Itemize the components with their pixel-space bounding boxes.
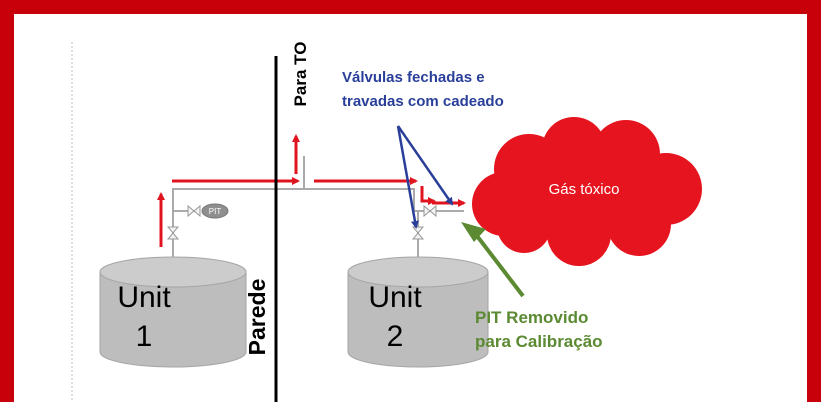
diagram-frame: PIT Parede Para TO Unit 1 Unit 2 Gás tóx [14, 14, 807, 402]
valve-icon [166, 226, 180, 240]
valve-icon [423, 204, 437, 218]
para-to-label: Para TO [291, 42, 310, 107]
pit-removed-arrowhead [461, 222, 486, 242]
pit-removed-line-1: PIT Removido [475, 308, 588, 327]
tank-unit-2: Unit 2 [347, 256, 489, 368]
wall-label: Parede [244, 279, 270, 356]
valve-icon [411, 226, 425, 240]
pit-removed-arrow [472, 230, 525, 298]
pit-removed-line-2: para Calibração [475, 332, 603, 351]
valves-callout-pointer [396, 125, 454, 229]
tank-unit-1: Unit 1 [99, 256, 247, 368]
valves-callout-line-2: travadas com cadeado [342, 93, 504, 110]
valve-icon [187, 204, 201, 218]
unit-1-number: 1 [136, 320, 153, 353]
pit-label: PIT [209, 207, 222, 216]
unit-2-name: Unit [368, 281, 422, 314]
pit-instrument [201, 203, 229, 219]
valves-callout-line-1: Válvulas fechadas e [342, 69, 485, 86]
unit-2-number: 2 [387, 320, 404, 353]
process-diagram: PIT Parede Para TO Unit 1 Unit 2 Gás tóx [71, 42, 702, 402]
unit-1-name: Unit [117, 281, 171, 314]
toxic-gas-cloud [472, 117, 702, 266]
toxic-gas-label: Gás tóxico [549, 181, 620, 198]
